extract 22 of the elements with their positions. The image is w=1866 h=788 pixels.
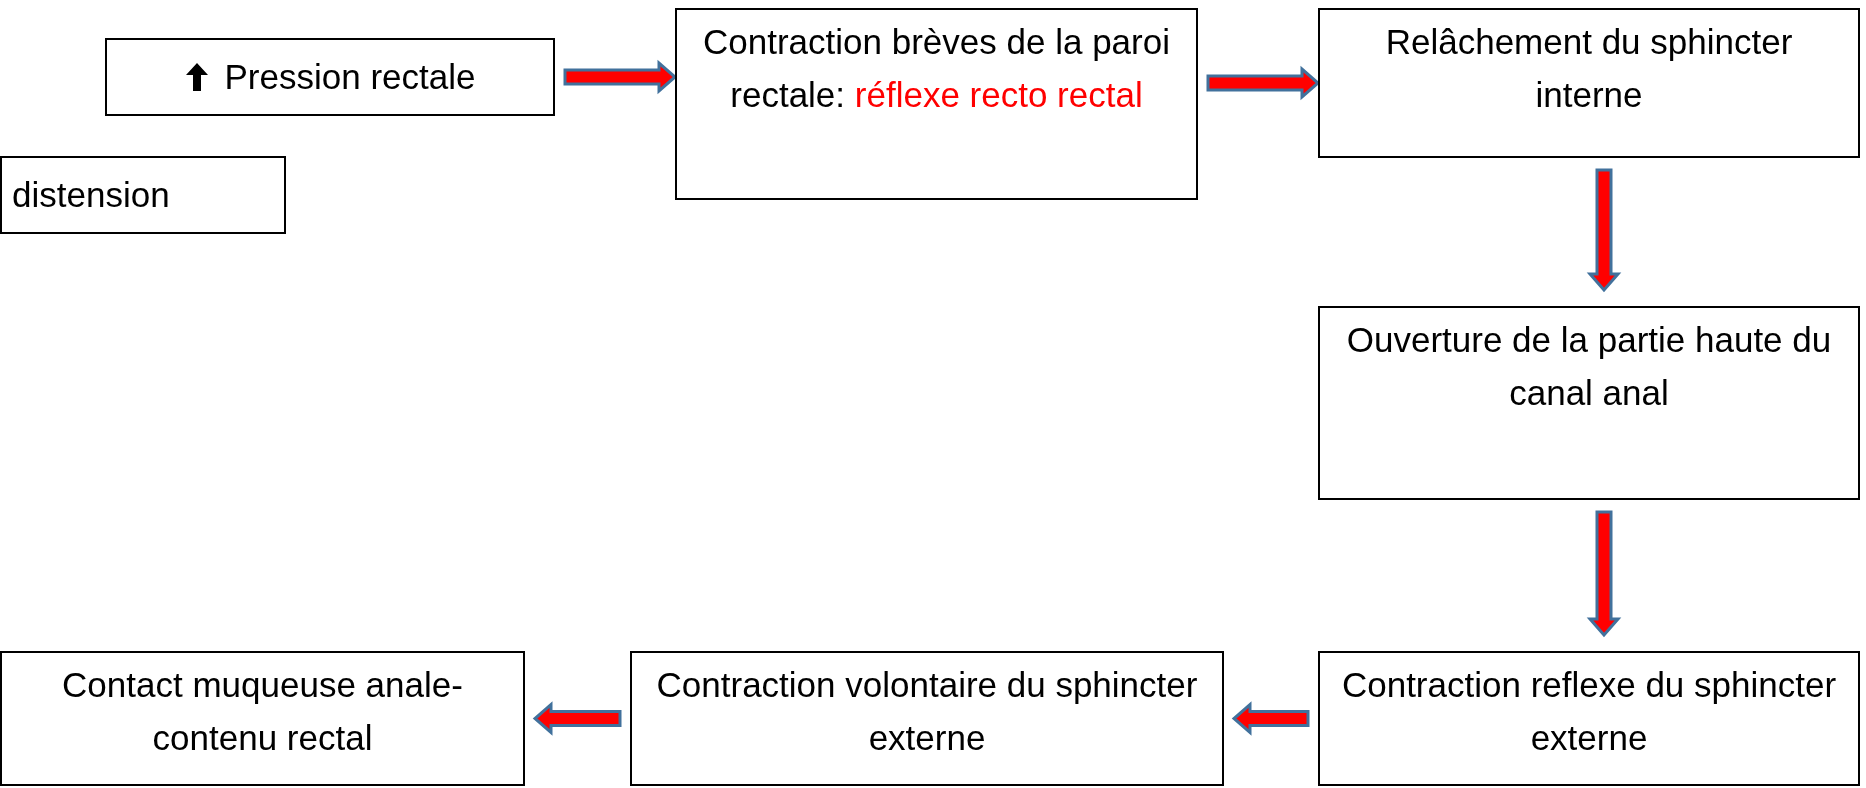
process-box	[105, 38, 555, 116]
block-arrow	[1586, 168, 1622, 293]
block-arrow	[1206, 65, 1321, 101]
node-label: Ouverture de la partie haute du canal anal	[1346, 320, 1832, 412]
node-label: Pression rectale	[224, 56, 476, 96]
process-box	[0, 651, 525, 786]
process-box	[1318, 651, 1860, 786]
node-label: Contraction brèves de la paroi rectale: réflexe recto rectal	[703, 22, 1170, 114]
node-label: Contraction volontaire du sphincter externe	[656, 665, 1198, 757]
block-arrow	[1231, 701, 1310, 736]
process-box	[1318, 306, 1860, 500]
node-label: Contraction reflexe du sphincter externe	[1341, 665, 1837, 757]
process-box	[0, 156, 286, 234]
process-box	[1318, 8, 1860, 158]
block-arrow	[532, 701, 622, 736]
node-label: Contact muqueuse anale-contenu rectal	[62, 665, 463, 757]
node-label: Relâchement du sphincter interne	[1385, 22, 1793, 114]
block-arrow	[563, 59, 678, 95]
block-arrow	[1586, 510, 1622, 638]
process-box	[630, 651, 1224, 786]
node-label: distension	[12, 174, 170, 214]
process-box	[675, 8, 1198, 200]
